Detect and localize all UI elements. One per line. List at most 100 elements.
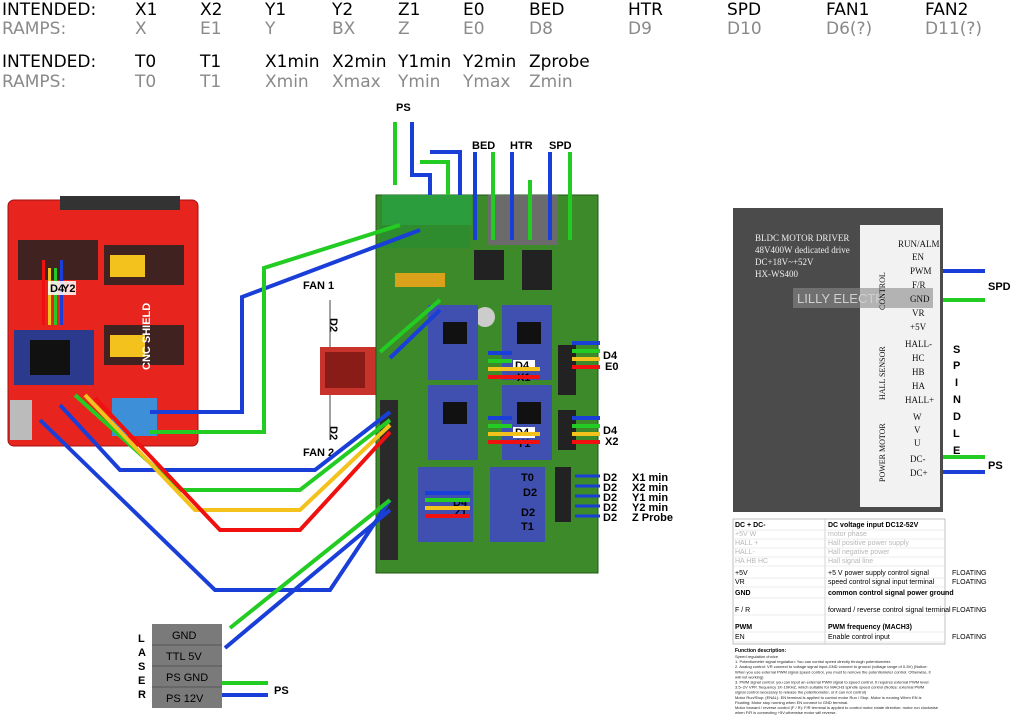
spec-row-pin: VR bbox=[735, 579, 745, 586]
row2-ramps-cell: Ymax bbox=[462, 72, 510, 92]
spindle-letter: N bbox=[953, 394, 961, 406]
spec-row-desc: forward / reverse control signal termina… bbox=[828, 607, 951, 614]
row1-ramps-cell: D10 bbox=[727, 19, 762, 39]
endstop-pin: D2 bbox=[603, 502, 617, 514]
x2-driver-name: X2 bbox=[605, 436, 618, 448]
terminal-label: HB bbox=[912, 367, 925, 377]
group-label-hall: HALL SENSOR bbox=[878, 346, 887, 400]
driver-ps-label: PS bbox=[988, 460, 1003, 472]
row1-intended-cell: FAN1 bbox=[826, 0, 869, 20]
x2-driver-pin: D4 bbox=[603, 425, 618, 437]
terminal-label: W bbox=[913, 412, 922, 422]
cnc-driver-y2-label: Y2 bbox=[62, 283, 75, 295]
function-line: Floating; Motor stop running when EN con… bbox=[735, 700, 848, 705]
terminal-label: EN bbox=[912, 252, 924, 262]
spec-row-desc: motor phase bbox=[828, 531, 867, 538]
laser-module: GND TTL 5V PS GND PS 12V L A S E R PS bbox=[138, 624, 289, 708]
driver-title-line: BLDC MOTOR DRIVER bbox=[755, 233, 849, 243]
function-line: Speed regulation choice bbox=[735, 654, 779, 659]
row1-intended-cell: X1 bbox=[135, 0, 157, 20]
row2-ramps-cell: T1 bbox=[199, 72, 221, 92]
terminal-label: PWM bbox=[910, 266, 932, 276]
row1-ramps-cell: D6(?) bbox=[826, 19, 872, 39]
wire-y2-blue bbox=[58, 403, 392, 472]
row2-intended-cell: Y2min bbox=[462, 52, 516, 72]
spec-row-desc: Hall positive power supply bbox=[828, 540, 909, 547]
row2-intended-cell: Zprobe bbox=[529, 52, 590, 72]
row1-ramps-cell: D8 bbox=[529, 19, 553, 39]
endstop-name: Y1 min bbox=[632, 492, 668, 504]
terminal-label: +5V bbox=[910, 322, 927, 332]
laser-letter: S bbox=[138, 661, 145, 673]
wires bbox=[38, 122, 985, 697]
spec-row-note: FLOATING bbox=[952, 634, 986, 641]
spec-row-note: FLOATING bbox=[952, 570, 986, 577]
function-heading: Function description: bbox=[735, 648, 786, 654]
terminal-label: RUN/ALM bbox=[898, 239, 940, 249]
row2-ramps-cell: Xmax bbox=[332, 72, 381, 92]
cnc-driver-d4-label: D4 bbox=[50, 283, 65, 295]
wire-mosfet-blue bbox=[388, 308, 442, 360]
row1-ramps-cell: Y bbox=[264, 19, 276, 39]
row1-ramps-cell: E1 bbox=[200, 19, 222, 39]
wire-mosfet-green bbox=[378, 298, 442, 354]
wire-ps-blue-2 bbox=[430, 150, 462, 195]
row2-ramps-label: RAMPS: bbox=[2, 72, 66, 92]
t1-driver-name: T1 bbox=[521, 521, 534, 533]
cnc-shield-board: CNC SHIELD D4 Y2 bbox=[7, 196, 199, 447]
spec-row-pin: EN bbox=[735, 634, 745, 641]
spec-row-pin: F / R bbox=[735, 607, 750, 614]
htr-label: HTR bbox=[510, 140, 533, 152]
terminal-label: VR bbox=[912, 308, 925, 318]
laser-ps-label: PS bbox=[274, 685, 289, 697]
ramps-board: D4 X1 D4 Y1 D4 Z1 T0 D2 D2 T1 D4 E0 D4 X… bbox=[375, 194, 618, 574]
row2-ramps-cell: Zmin bbox=[529, 72, 573, 92]
row1-ramps-cell: E0 bbox=[463, 19, 485, 39]
function-line: signal control necessary to release the … bbox=[735, 690, 867, 695]
ramps-power-labels: PS BED HTR SPD bbox=[396, 102, 572, 152]
fan2-pin-label: D2 bbox=[327, 426, 339, 440]
wire-ps-blue bbox=[410, 122, 432, 195]
row1-intended-cell: HTR bbox=[628, 0, 663, 20]
row1-intended-cell: Y1 bbox=[264, 0, 286, 20]
spec-row-pin: DC + DC- bbox=[735, 522, 766, 529]
row1-ramps-cell: D9 bbox=[628, 19, 652, 39]
row2-intended-cell: T0 bbox=[134, 52, 156, 72]
spec-row-desc: common control signal power ground bbox=[828, 590, 954, 597]
driver-title-line: 48V400W dedicated drive bbox=[755, 245, 850, 255]
terminal-label: U bbox=[914, 438, 921, 448]
terminal-label: HALL- bbox=[905, 339, 932, 349]
t1-driver-pin: D2 bbox=[521, 507, 535, 519]
terminal-label: HA bbox=[912, 381, 925, 391]
driver-brand: LILLY ELECTR bbox=[797, 291, 885, 306]
spindle-letter: S bbox=[953, 344, 960, 356]
driver-title-line: DC+18V~+52V bbox=[755, 257, 814, 267]
spec-row-pin: HALL- bbox=[735, 549, 756, 556]
function-line: 2. Analog control: VR connect to voltage… bbox=[735, 664, 928, 669]
wire-laser-blue bbox=[223, 508, 392, 650]
spec-row-desc: +5 V power supply control signal bbox=[828, 570, 929, 577]
fan1-label: FAN 1 bbox=[303, 280, 334, 292]
row1-intended-label: INTENDED: bbox=[2, 0, 96, 20]
function-line: when F/R is connecting +5V;otherwise mot… bbox=[735, 710, 837, 715]
terminal-label: F/R bbox=[912, 280, 926, 290]
laser-letter: E bbox=[138, 675, 145, 687]
spec-row-desc: Enable control input bbox=[828, 634, 890, 641]
function-line: When you use external PWM signal speed c… bbox=[735, 669, 932, 674]
spec-row-desc: PWM frequency (MACH3) bbox=[828, 624, 912, 631]
wire-y2-red bbox=[93, 396, 392, 532]
row2-ramps-cell: T0 bbox=[134, 72, 156, 92]
row1-intended-cell: Z1 bbox=[398, 0, 420, 20]
wire-y2-yellow bbox=[83, 393, 392, 512]
function-line: Motor forward / reverse control (F / R):… bbox=[735, 705, 939, 710]
spd-label: SPD bbox=[549, 140, 572, 152]
wire-shield-power-blue bbox=[150, 228, 421, 414]
group-label-control: CONTROL bbox=[878, 272, 887, 310]
row1-intended-cell: SPD bbox=[727, 0, 761, 20]
row1-ramps-cell: X bbox=[135, 19, 147, 39]
endstop-pin: D2 bbox=[603, 482, 617, 494]
terminal-label: DC+ bbox=[910, 468, 928, 478]
laser-pin-gnd: GND bbox=[172, 630, 197, 642]
terminal-label: HC bbox=[912, 353, 925, 363]
